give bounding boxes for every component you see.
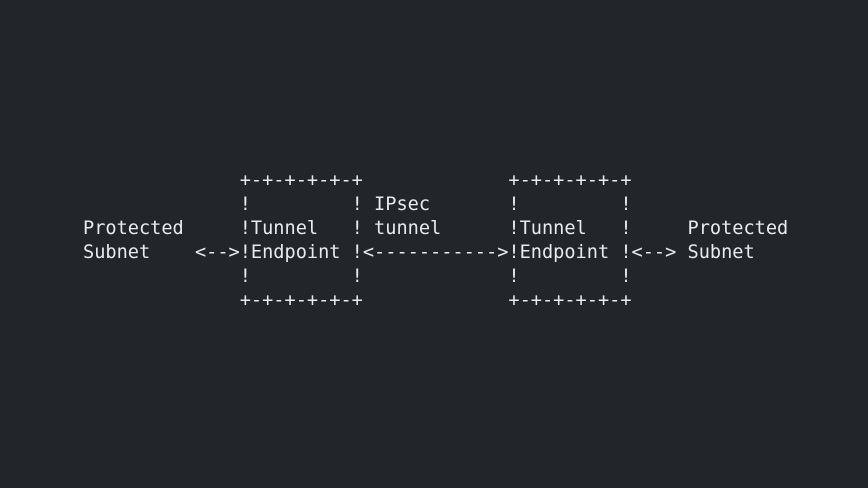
ascii-line-endpoints-and-arrows: Subnet <-->!Endpoint !<----------->!Endp… (83, 242, 755, 263)
ascii-line-box-bottom-borders: +-+-+-+-+-+ +-+-+-+-+-+ (83, 290, 632, 311)
ascii-line-tunnel-labels: Protected !Tunnel ! tunnel !Tunnel ! Pro… (83, 218, 789, 239)
ascii-line-ipsec-label: ! ! IPsec ! ! (83, 194, 632, 215)
ascii-line-box-sides: ! ! ! ! (83, 266, 632, 287)
ipsec-tunnel-ascii-diagram: +-+-+-+-+-+ +-+-+-+-+-+ ! ! IPsec ! ! Pr… (83, 169, 788, 313)
ascii-line-box-top-borders: +-+-+-+-+-+ +-+-+-+-+-+ (83, 170, 632, 191)
